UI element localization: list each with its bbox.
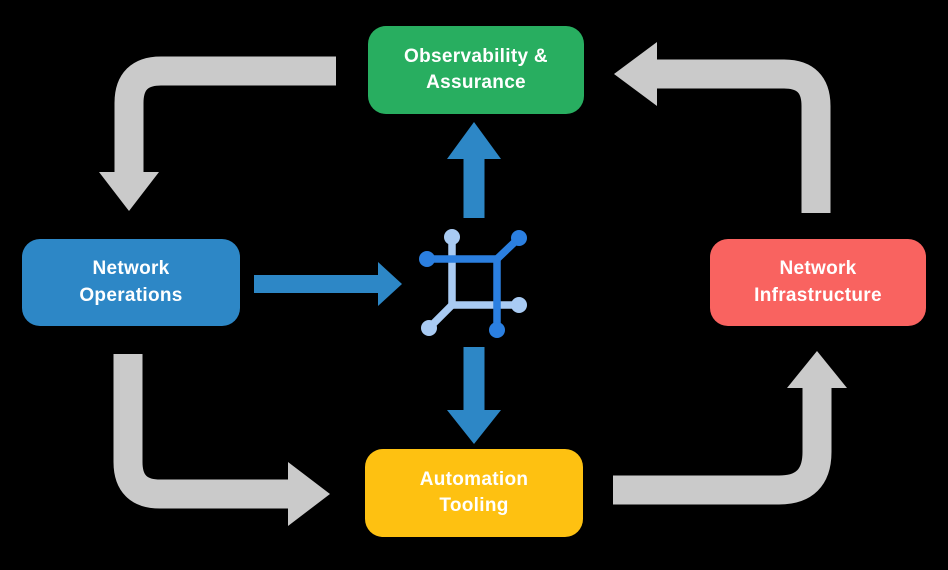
arrow-core-to-tooling (447, 347, 501, 444)
arrowhead-right (378, 262, 402, 306)
arrowhead-up (447, 122, 501, 159)
network-core-icon-light-nodes (421, 229, 527, 336)
arrowhead-up (787, 351, 847, 388)
arrow-shaft (613, 388, 832, 505)
arrowhead-left (614, 42, 657, 106)
node-label-line: Tooling (439, 495, 509, 516)
arrow-infrastructure-to-observability (614, 42, 831, 213)
node-label-line: Operations (79, 284, 183, 306)
node-label-line: Network (92, 258, 170, 280)
arrow-operations-to-core (254, 262, 402, 306)
node-label-line: Automation (419, 468, 529, 490)
arrow-shaft (657, 59, 831, 213)
node-label-line: Network (779, 258, 857, 280)
node-label-line: Infrastructure (754, 284, 882, 306)
arrowhead-down (447, 410, 501, 444)
node-observability-assurance: Observability & Assurance (368, 26, 584, 114)
arrowhead-right (288, 462, 330, 526)
arrow-shaft (114, 56, 336, 173)
arrow-observability-to-operations (99, 56, 336, 211)
network-core-icon (419, 229, 527, 338)
arrow-tooling-to-infrastructure (613, 351, 847, 505)
node-label-line: Assurance (426, 72, 526, 93)
node-label-line: Observability & (404, 45, 548, 67)
arrow-operations-to-tooling (113, 354, 330, 526)
node-network-operations: Network Operations (22, 239, 240, 326)
network-core-icon-dark-nodes (419, 230, 527, 338)
arrow-core-to-observability (447, 122, 501, 218)
node-network-infrastructure: Network Infrastructure (710, 239, 926, 326)
arrowhead-down (99, 172, 159, 211)
node-automation-tooling: Automation Tooling (365, 449, 583, 537)
arrow-shaft (113, 354, 288, 509)
